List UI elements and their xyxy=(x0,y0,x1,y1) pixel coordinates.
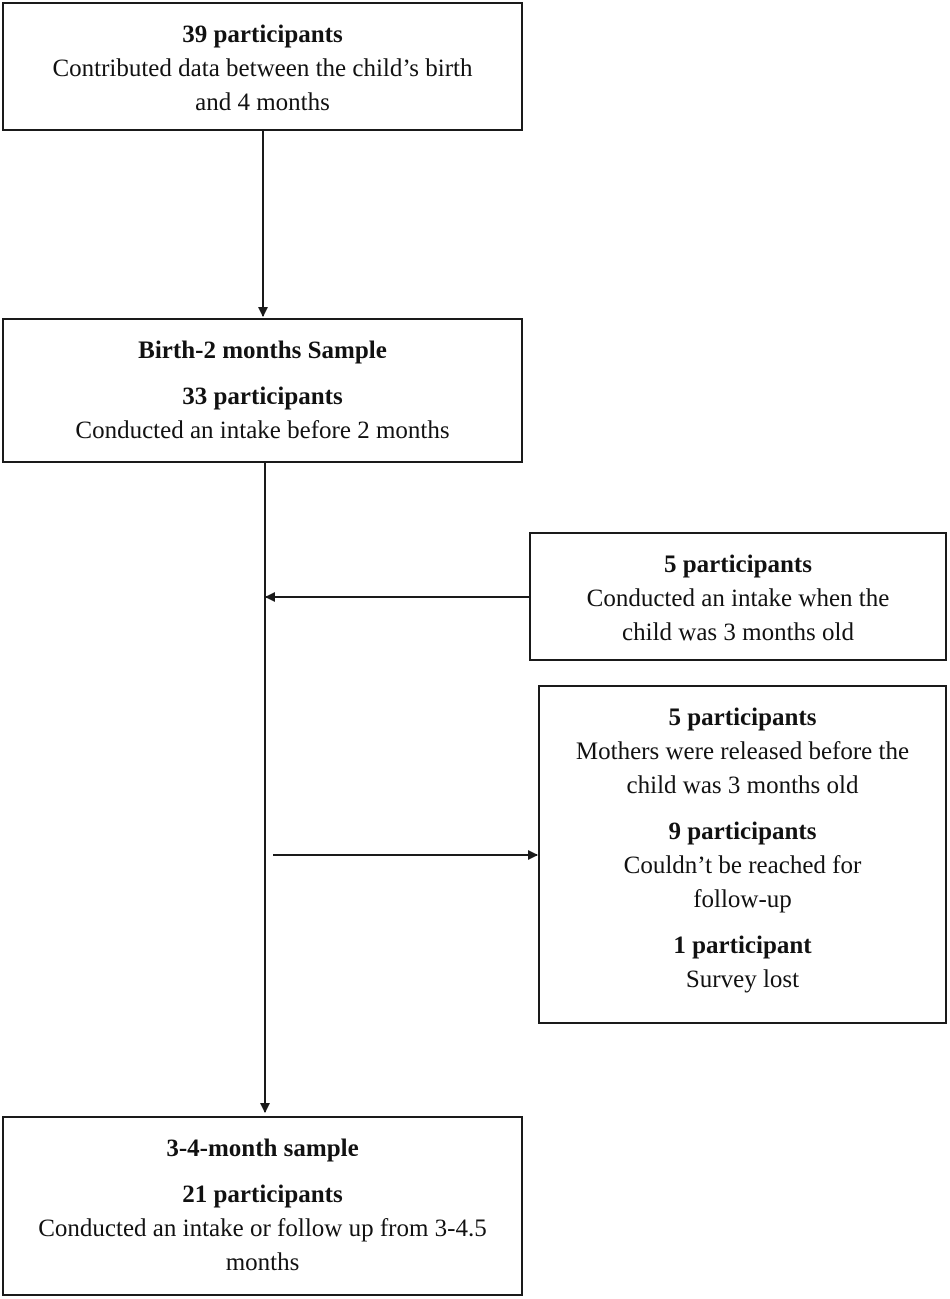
birth-sample-description: Conducted an intake before 2 months xyxy=(75,417,450,444)
box-excluded-participants: 5 participants Mothers were released bef… xyxy=(538,685,947,1024)
excluded-lost-description: Survey lost xyxy=(685,966,800,993)
excluded-unreachable-count: 9 participants xyxy=(668,818,817,845)
added-count: 5 participants xyxy=(664,551,812,578)
initial-description: Contributed data between the child’s bir… xyxy=(52,55,473,116)
box-birth-2-months-sample: Birth-2 months Sample 33 participants Co… xyxy=(2,318,523,463)
excluded-released-description: Mothers were released before the child w… xyxy=(575,738,910,799)
final-sample-title: 3-4-month sample xyxy=(166,1135,359,1162)
box-initial-participants: 39 participants Contributed data between… xyxy=(2,2,523,131)
initial-count: 39 participants xyxy=(182,21,343,48)
excluded-lost-count: 1 participant xyxy=(673,932,812,959)
birth-sample-count: 33 participants xyxy=(182,383,343,410)
final-sample-description: Conducted an intake or follow up from 3-… xyxy=(38,1215,487,1276)
final-sample-count: 21 participants xyxy=(182,1181,343,1208)
box-3-4-month-sample: 3-4-month sample 21 participants Conduct… xyxy=(2,1116,523,1296)
excluded-unreachable-description: Couldn’t be reached for follow-up xyxy=(623,852,862,913)
added-description: Conducted an intake when the child was 3… xyxy=(586,585,890,646)
excluded-released-count: 5 participants xyxy=(668,704,817,731)
box-added-participants: 5 participants Conducted an intake when … xyxy=(529,532,947,661)
birth-sample-title: Birth-2 months Sample xyxy=(138,337,387,364)
